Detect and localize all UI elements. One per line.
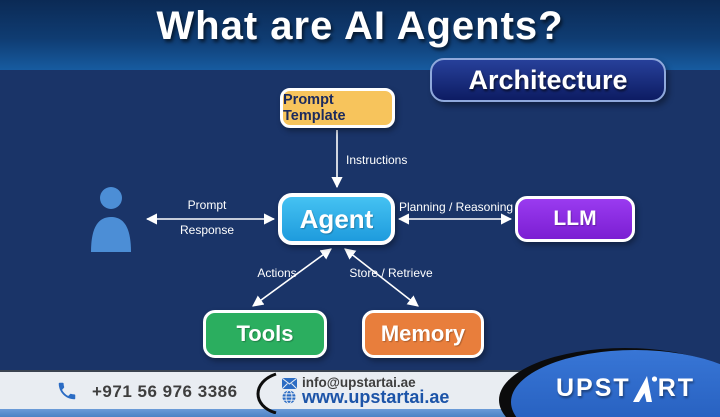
page-title: What are AI Agents?: [156, 4, 564, 48]
edge-agent-tools: [252, 248, 332, 307]
edge-label-instructions: Instructions: [346, 153, 408, 167]
email-address: info@upstartai.ae: [302, 375, 416, 390]
phone-number: +971 56 976 3386: [92, 382, 238, 401]
arrow-a-icon: [632, 375, 657, 402]
edge-label-response: Response: [179, 223, 235, 237]
edge-agent-memory: [344, 248, 419, 307]
node-tools: Tools: [203, 310, 327, 358]
logo-text-post: RT: [657, 374, 696, 402]
person-icon: [91, 187, 131, 252]
upstart-logo: UPST RT: [556, 374, 695, 403]
edge-label-store-retrieve: Store / Retrieve: [349, 266, 433, 280]
node-llm: LLM: [515, 196, 635, 242]
upstart-logo-background: [499, 348, 720, 417]
phone-icon: [58, 382, 76, 400]
architecture-badge: Architecture: [430, 58, 666, 102]
edge-label-prompt: Prompt: [187, 198, 227, 212]
node-agent: Agent: [278, 193, 395, 245]
logo-text-pre: UPST: [556, 374, 631, 402]
node-prompt-template: Prompt Template: [280, 88, 395, 128]
bottom-strip: [0, 409, 720, 417]
divider-arc: [256, 372, 277, 414]
edge-label-actions: Actions: [257, 266, 297, 280]
envelope-icon: [282, 378, 297, 389]
edge-label-planning-reasoning: Planning / Reasoning: [398, 200, 514, 214]
node-memory: Memory: [362, 310, 484, 358]
website-url: www.upstartai.ae: [302, 387, 450, 407]
globe-icon: [282, 390, 296, 404]
